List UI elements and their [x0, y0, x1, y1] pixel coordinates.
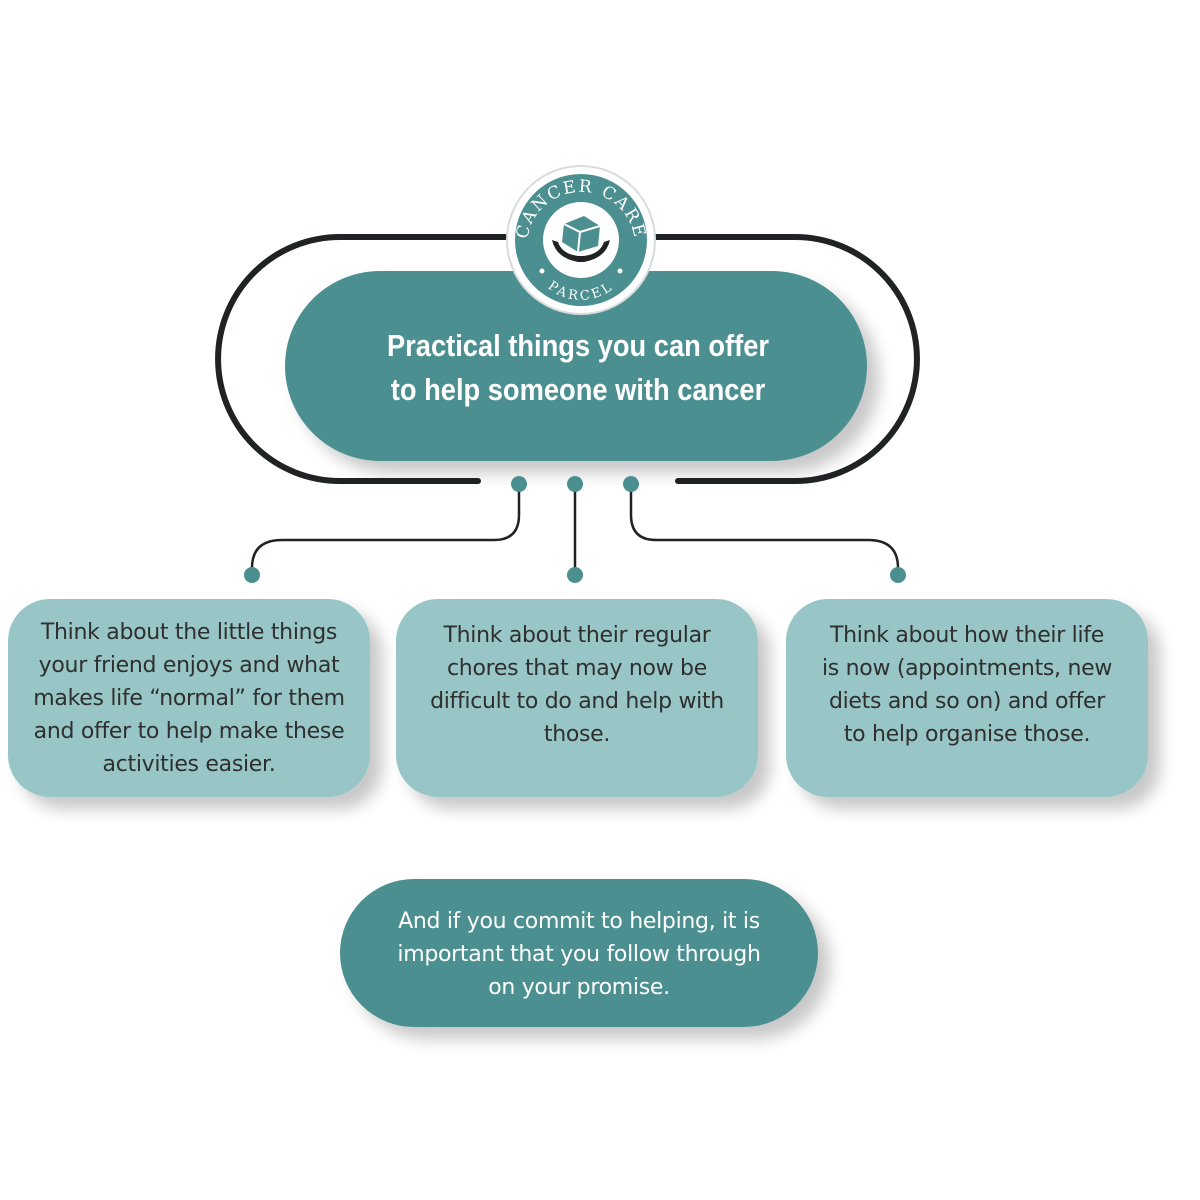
title-pill: [285, 271, 867, 461]
tip-text-regular-chores: Think about their regular chores that ma…: [430, 623, 724, 747]
footer-pill: [340, 879, 818, 1027]
tip-box-1: [8, 599, 370, 797]
tip-text-little-things: Think about the little things your frien…: [33, 619, 345, 777]
title-frame-line: [215, 234, 508, 484]
connector-dots: [244, 476, 906, 583]
title-frame-line-right: [652, 234, 920, 484]
connector-lines: [250, 484, 900, 574]
tip-text-organise-life: Think about how their life is now (appoi…: [821, 623, 1113, 747]
main-title: Practical things you can offer to help s…: [386, 328, 770, 407]
hands-holding-parcel-icon: [552, 216, 610, 262]
footer-note: And if you commit to helping, it is impo…: [397, 908, 761, 1000]
tip-box-2: [396, 599, 758, 797]
tip-box-3: [786, 599, 1148, 797]
cancer-care-parcel-logo: CANCER CARE PARCEL: [506, 165, 656, 315]
